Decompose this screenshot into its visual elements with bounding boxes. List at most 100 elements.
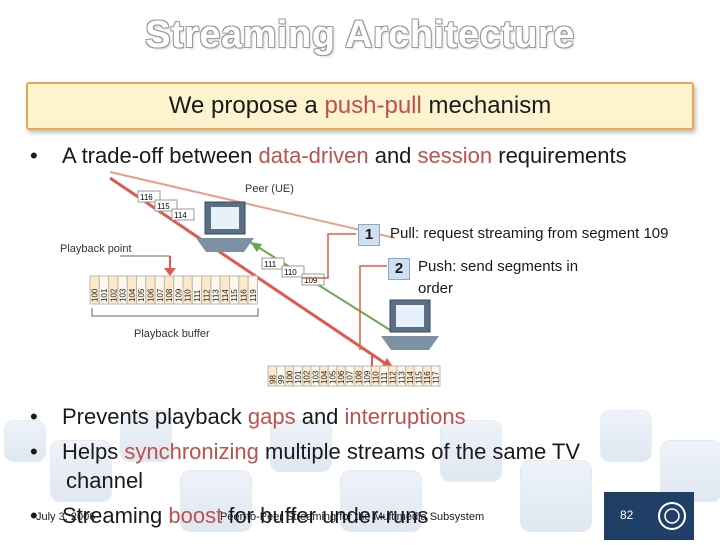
proposal-callout: We propose a push-pull mechanism [26,82,694,130]
packet-label: 115 [157,202,170,211]
bullet-dot: • [30,404,38,429]
packet-label: 111 [264,260,277,269]
callout-1-number: 1 [358,224,380,246]
callout1-connector [302,233,356,279]
peer-computer-icon [196,201,254,252]
callout2-connector [359,265,387,350]
buffer-cell-label: 110 [184,289,193,302]
callout-2-text-line2: order [418,280,454,297]
playback-point-arrowhead [164,268,176,276]
push-arrow-line [109,176,396,372]
buffer-cell-label: 115 [415,371,424,384]
bullet-dot: • [30,143,38,168]
buffer-cell-label: 116 [239,289,248,302]
packet [261,257,285,270]
playback-buffer-label: Playback buffer [134,328,210,340]
bullet-text: A trade-off between [62,143,259,168]
bullet-streaming: • Streaming boost for buffer under-runs [30,502,428,530]
packet [281,265,305,278]
top-packets: 116 115 114 [137,190,195,221]
pull-arrowhead [250,242,262,252]
buffer-cell-label: 114 [221,289,230,302]
buffer-cell-label: 109 [363,370,372,384]
bullet-highlight: boost [168,503,223,528]
buffer-cell-label: 110 [372,371,381,384]
pull-arrow-line [249,241,391,331]
push-pull-diagram: 116 115 114 111 110 109 Peer (UE) [0,170,720,400]
buffer-cell-label: 101 [294,370,303,384]
packet [301,273,325,286]
buffer-cell-label: 113 [397,371,406,384]
callout-2-text-line1: Push: send segments in [418,258,579,275]
buffer-cell-label: 101 [100,288,109,302]
buffer-cell-label: 109 [174,288,183,302]
buffer-cell-label: 115 [230,289,239,302]
buffer-cell-label: 114 [406,371,415,384]
buffer-cell-label: 102 [303,370,312,384]
bullet-text: requirements [492,143,627,168]
bullet-dot: • [30,439,38,464]
bullet-tradeoff: • A trade-off between data-driven and ses… [30,142,627,170]
buffer-cell-label: 104 [128,288,137,302]
page-number: 82 [620,508,634,522]
proposal-text-end: mechanism [421,92,552,119]
buffer-cell-label: 102 [109,288,118,302]
buffer-cell-label: 105 [137,288,146,302]
bullet-highlight: data-driven [258,143,369,168]
bullet-highlight: session [417,143,493,168]
callout-2-number: 2 [388,258,410,280]
buffer-cell-label: 111 [193,289,202,302]
incoming-stream-line [109,171,396,239]
bullet-text: for buffer under-runs [222,503,429,528]
buffer-cell-label: 117 [432,371,441,384]
buffer-cell [247,275,258,305]
bullet-text: and [295,404,345,429]
buffer-cell-label: 108 [165,288,174,302]
bullet-text: Prevents playback [62,404,248,429]
bullet-text: Helps [62,439,125,464]
buffer-cell-label: 106 [146,288,155,302]
buffer-cell-label: 119 [249,289,258,302]
mid-packets: 111 110 109 [261,257,325,286]
playback-point-label: Playback point [60,243,132,255]
buffer-cell [430,365,441,387]
bullet-highlight: interruptions [344,404,466,429]
bullet-text: and [368,143,418,168]
packet-label: 116 [140,193,153,202]
packet [154,199,178,212]
buffer-cell-label: 107 [156,288,165,302]
buffer-cell-label: 112 [389,371,398,384]
callout-1-text: Pull: request streaming from segment 109 [390,225,669,242]
buffer-cell-label: 113 [212,289,221,302]
bullet-prevents: • Prevents playback gaps and interruption… [30,403,466,431]
buffer-cell-label: 98 [268,375,277,384]
playback-buffer-bracket [91,308,259,317]
university-seal-icon [658,502,686,530]
server-computer-icon [381,299,439,350]
buffer-cell-label: 103 [311,370,320,384]
packet-label: 114 [174,211,187,220]
buffer-cell-label: 103 [119,288,128,302]
buffer-cell-label: 104 [320,370,329,384]
proposal-highlight: push-pull [324,92,422,119]
buffer-cell-label: 99 [277,375,286,384]
footer-logo-panel [604,492,694,540]
bullet-dot: • [30,503,38,528]
buffer-cell-label: 106 [337,370,346,384]
bullet-text: Streaming [62,503,169,528]
proposal-text: We propose a [168,92,325,119]
bullet-highlight: synchronizing [124,439,259,464]
bullet-highlight: gaps [247,404,296,429]
buffer-cell-label: 107 [346,370,355,384]
peer-label: Peer (UE) [245,183,294,195]
bullet-helps-continued: channel [66,468,144,493]
diagram-canvas: 116 115 114 111 110 109 Peer (UE) [60,171,441,387]
packet-label: 109 [304,276,318,285]
packet-label: 110 [284,268,297,277]
buffer-cell-label: 112 [202,289,211,302]
buffer-cell-label: 108 [354,370,363,384]
buffer-cell-label: 111 [380,371,389,384]
slide-title: Streaming Architecture [145,14,575,56]
